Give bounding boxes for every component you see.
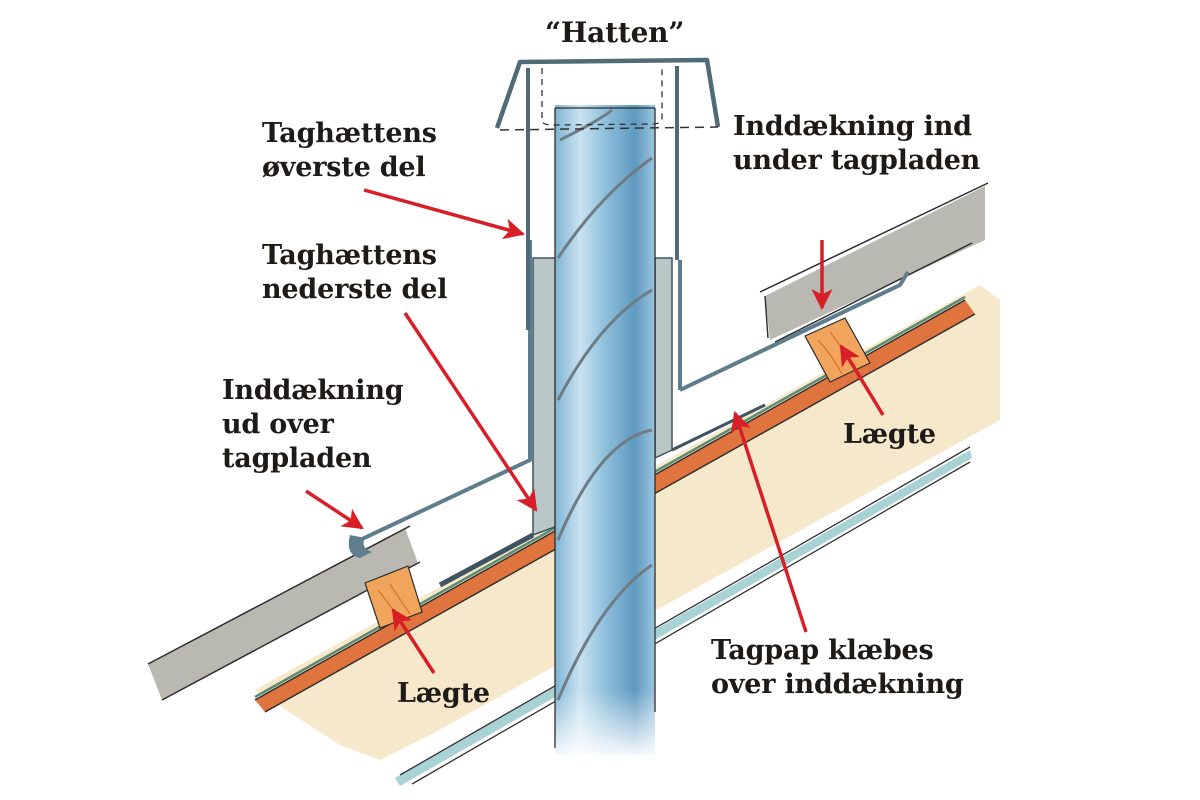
label-hat-bottom-line-1: Taghættens: [262, 240, 437, 271]
title-hat: “Hatten”: [545, 16, 685, 49]
label-flashing-under-line-1: Inddækning ind: [733, 111, 972, 142]
label-hat-top: Taghættens øverste del: [262, 117, 437, 185]
arrow-hat-bottom: [403, 312, 538, 512]
arrows: [305, 188, 885, 674]
label-flashing-over-line-2: ud over: [222, 409, 334, 440]
hat-cap: [494, 57, 721, 330]
flashing-left-fold: [348, 535, 372, 558]
arrow-batten-right: [839, 344, 885, 416]
label-hat-top-line-1: Taghættens: [262, 118, 437, 149]
label-flashing-under: Inddækning ind under tagpladen: [733, 110, 980, 178]
arrow-batten-left: [391, 608, 436, 674]
label-flashing-under-line-2: under tagpladen: [733, 145, 981, 176]
label-flashing-over-line-3: tagpladen: [222, 443, 372, 474]
label-membrane-line-1: Tagpap klæbes: [711, 635, 934, 666]
ceiling-board: [395, 446, 972, 786]
label-batten-left: Lægte: [397, 677, 490, 711]
label-flashing-over: Inddækning ud over tagpladen: [222, 374, 404, 476]
label-hat-bottom-line-2: nederste del: [262, 274, 448, 305]
lower-flashing: [438, 257, 766, 588]
label-membrane: Tagpap klæbes over inddækning: [711, 634, 964, 702]
arrow-membrane: [730, 411, 808, 633]
label-membrane-line-2: over inddækning: [711, 669, 964, 700]
label-batten-right-line-1: Lægte: [843, 419, 936, 450]
label-hat-bottom: Taghættens nederste del: [262, 239, 447, 307]
label-batten-right: Lægte: [843, 418, 936, 452]
label-hat-top-line-2: øverste del: [262, 152, 426, 183]
label-batten-left-line-1: Lægte: [397, 678, 490, 709]
arrow-flashing-over: [305, 489, 364, 530]
arrow-hat-top: [363, 188, 526, 240]
label-flashing-over-line-1: Inddækning: [222, 375, 404, 406]
vent-pipe: [554, 105, 656, 760]
